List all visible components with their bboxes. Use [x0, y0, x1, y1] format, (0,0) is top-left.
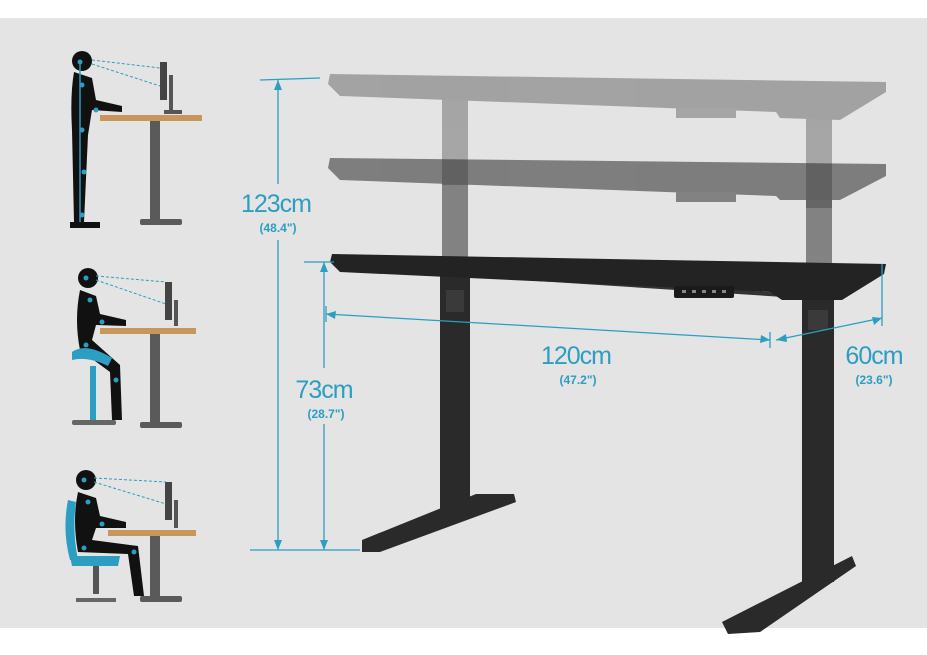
saddle-seat-figure-icon [72, 268, 196, 428]
desk-top-mid-ghost [328, 158, 886, 270]
max-height-imperial: (48.4") [259, 221, 296, 235]
dimension-arrows [274, 80, 882, 550]
depth-value: 60cm [845, 342, 902, 370]
depth-imperial: (23.6") [855, 373, 892, 387]
min-height-value: 73cm [295, 376, 352, 404]
standing-figure-icon [70, 51, 202, 228]
max-height-value: 123cm [241, 190, 311, 218]
width-value: 120cm [541, 342, 611, 370]
dimension-lines [250, 77, 883, 551]
desk-top-surface [330, 254, 886, 300]
office-chair-figure-icon [65, 470, 196, 602]
desk-leg-right [802, 300, 834, 582]
width-imperial: (47.2") [559, 373, 596, 387]
min-height-imperial: (28.7") [307, 407, 344, 421]
desk-foot-right [722, 556, 856, 634]
desk-low-solid [330, 254, 886, 634]
desk-foot-left [362, 494, 516, 552]
desk-leg-left [440, 272, 470, 517]
